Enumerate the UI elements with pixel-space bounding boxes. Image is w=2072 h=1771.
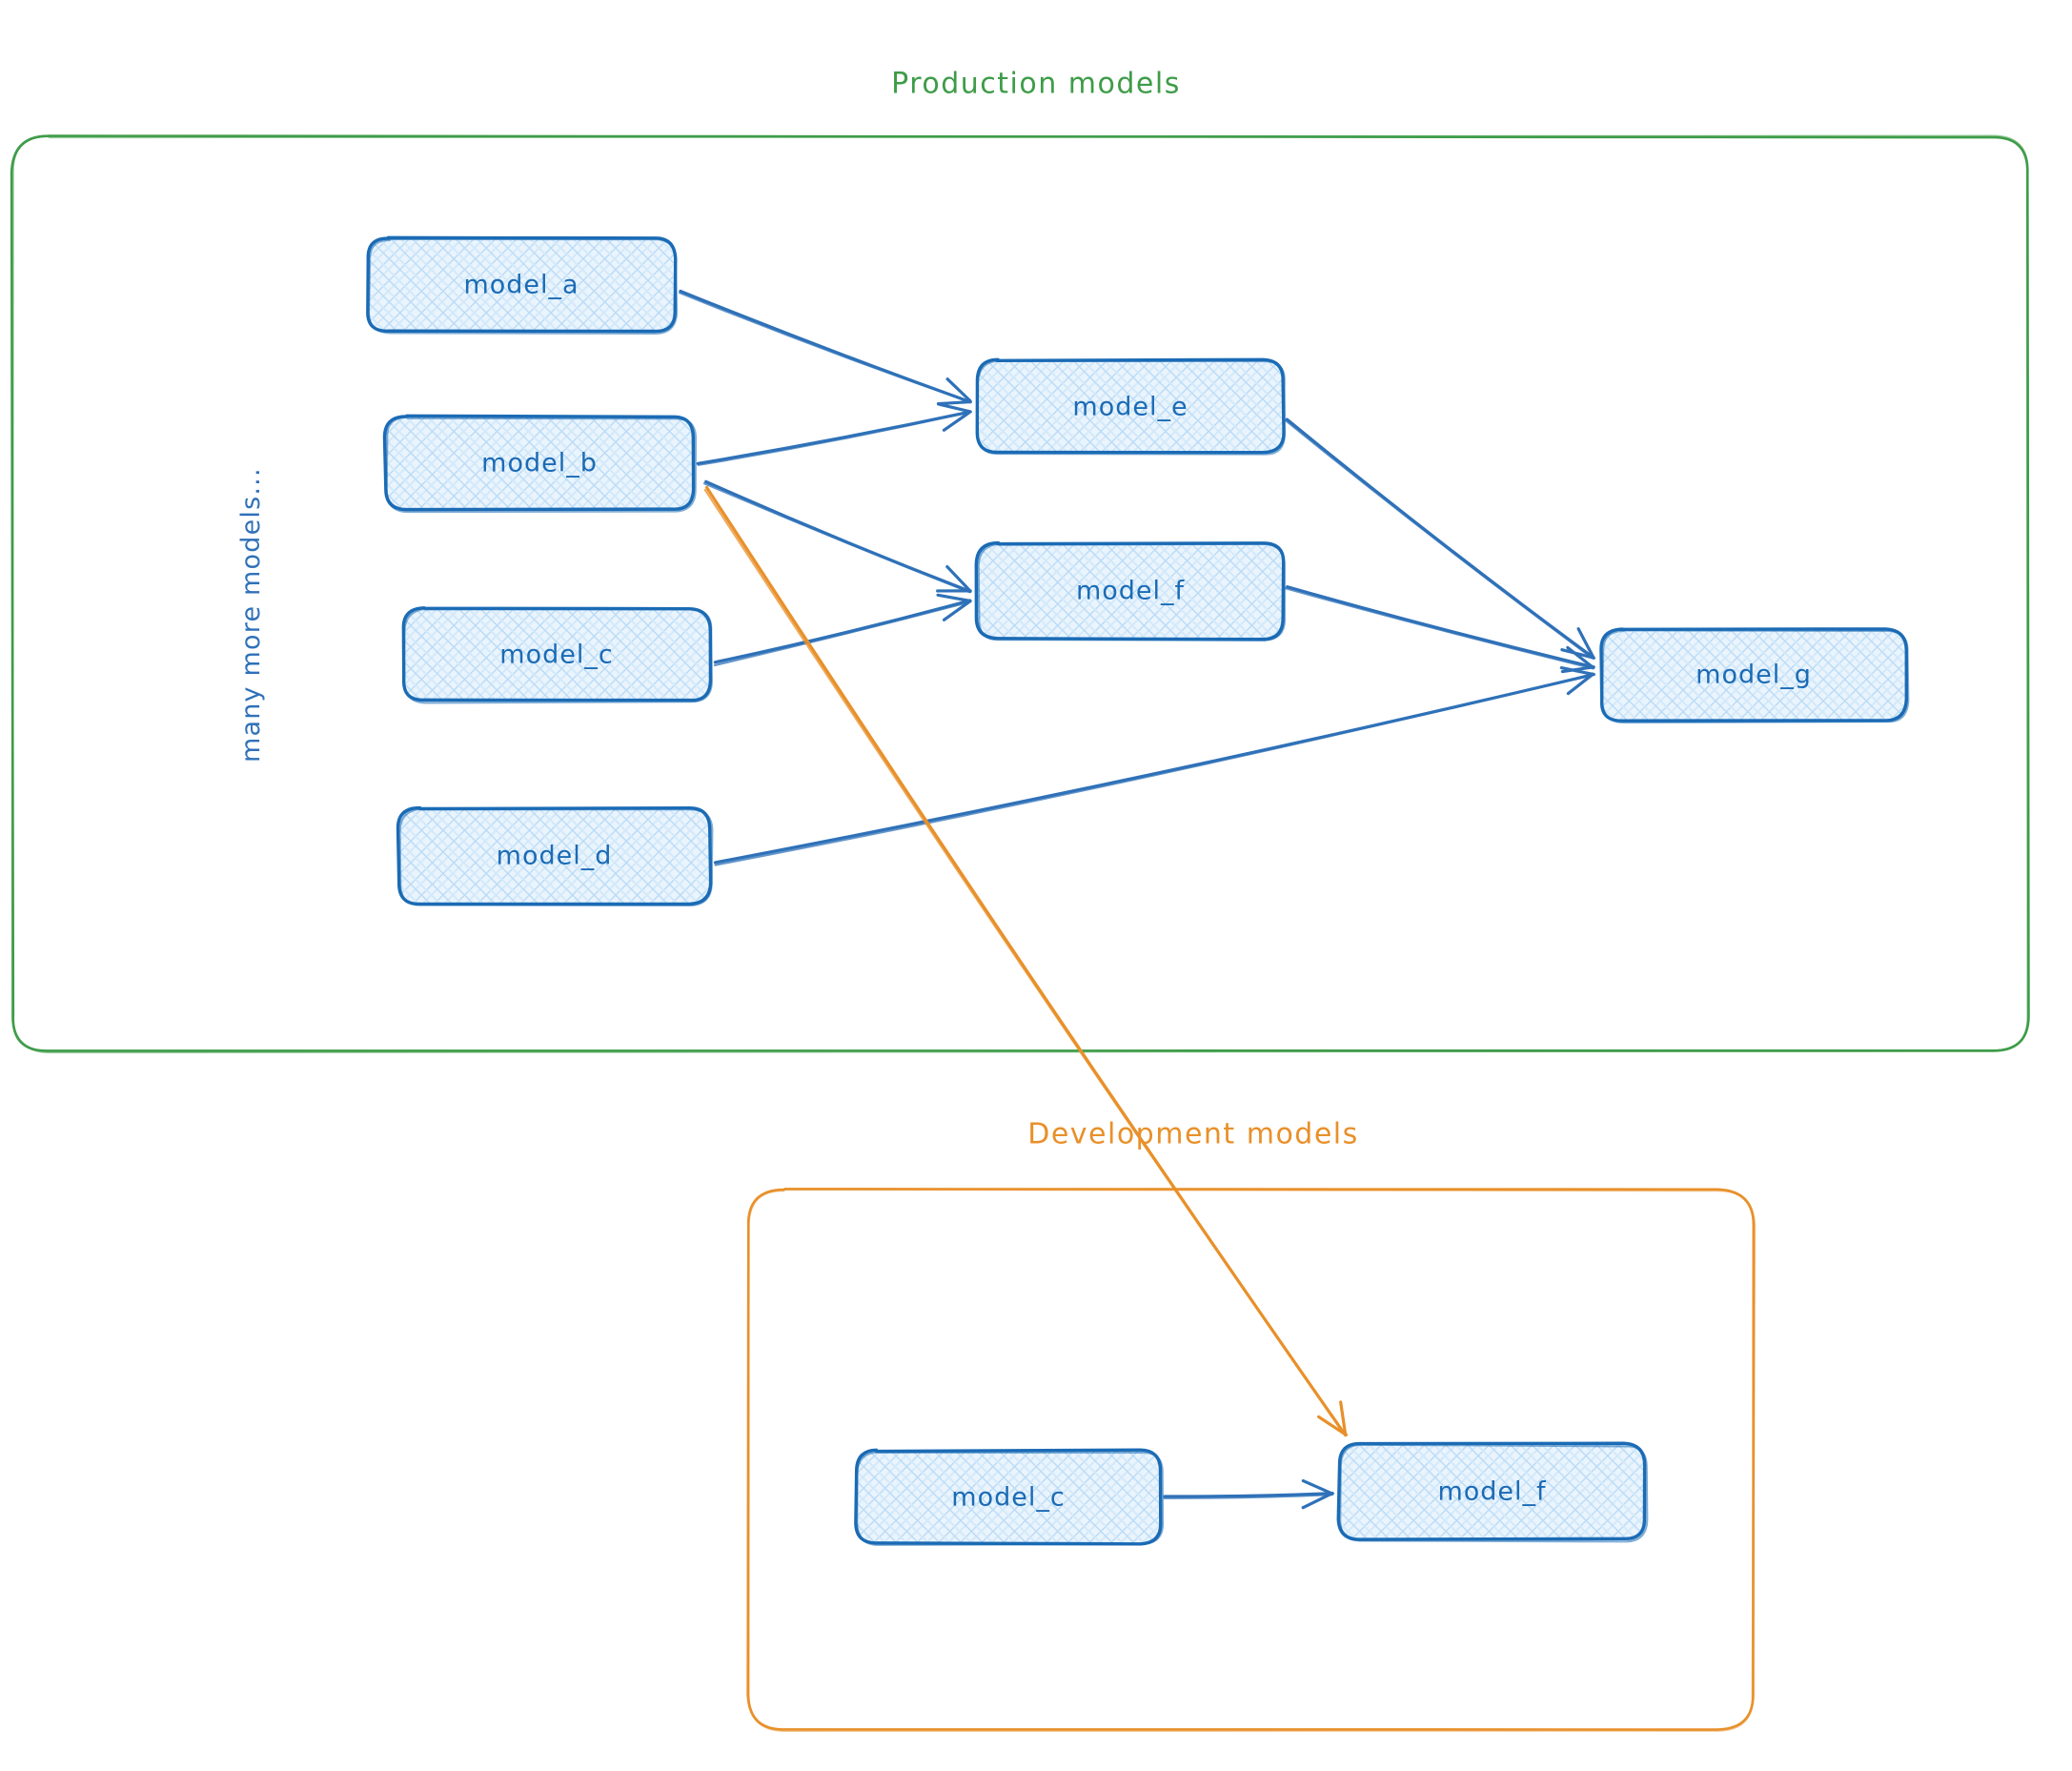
arrowhead-b-to-dev-f	[1316, 1415, 1348, 1436]
edge-d-to-g	[714, 672, 1595, 866]
arrowhead-c-to-f	[942, 599, 972, 621]
node-fill-cross-dev_model_f	[1339, 1444, 1646, 1540]
arrowhead-e-to-g	[1576, 627, 1595, 660]
edges	[678, 289, 1595, 1510]
edge-b-to-dev-f	[703, 488, 1347, 1436]
node-fill-cross-prod_model_e	[976, 359, 1285, 454]
edge-dev-c-to-dev-f	[1163, 1492, 1333, 1498]
node-fill-cross-prod_model_a	[368, 237, 676, 333]
node-dev_model_c[interactable]	[856, 1451, 1161, 1543]
node-prod_model_d[interactable]	[398, 808, 710, 904]
edge-c-to-f	[713, 599, 972, 664]
edge-b-to-f	[702, 482, 971, 594]
arrowhead-b-to-f	[945, 564, 972, 593]
node-outline-prod_model_b	[385, 416, 698, 514]
edge-a-to-e	[678, 292, 971, 403]
arrowhead-f-to-g	[1560, 665, 1595, 674]
arrowhead-b-to-e	[942, 410, 972, 432]
arrowhead-b-to-e	[937, 402, 972, 414]
development-group-title: Development models	[1027, 1117, 1359, 1151]
node-fill-cross-prod_model_d	[397, 807, 711, 905]
arrowhead-c-to-f	[936, 593, 972, 602]
node-prod_model_f[interactable]	[977, 543, 1284, 639]
node-outline-prod_model_f	[977, 542, 1287, 641]
node-outline-prod_model_d	[398, 807, 714, 906]
edge-b-to-e	[697, 411, 972, 466]
arrowhead-dev-c-to-dev-f	[1301, 1478, 1334, 1496]
node-outline-prod_model_c	[401, 606, 713, 702]
edge-dev-c-to-dev-f	[1163, 1494, 1333, 1499]
node-prod_model_e[interactable]	[977, 360, 1284, 453]
edge-e-to-g	[1285, 417, 1595, 660]
edge-c-to-f	[713, 601, 972, 667]
edge-b-to-f	[704, 479, 972, 594]
group-frames	[10, 134, 2030, 1732]
nodes	[366, 235, 1910, 1546]
node-outline-prod_model_e	[975, 357, 1286, 455]
node-outline-prod_model_a	[367, 237, 679, 335]
group-frame-production	[10, 134, 2030, 1054]
node-fill-cross-dev_model_c	[856, 1450, 1161, 1544]
edge-a-to-e	[679, 289, 972, 404]
arrowhead-f-to-g	[1566, 645, 1595, 670]
node-outline-dev_model_c	[856, 1451, 1165, 1546]
arrowhead-d-to-g	[1566, 672, 1595, 696]
node-prod_model_a[interactable]	[368, 238, 675, 332]
node-outline-dev_model_f	[1339, 1443, 1649, 1543]
node-outline-prod_model_b	[382, 414, 696, 512]
node-prod_model_c[interactable]	[403, 608, 710, 701]
node-fill-cross-prod_model_b	[384, 416, 695, 510]
node-fill-cross-prod_model_f	[976, 542, 1284, 639]
node-prod_model_b[interactable]	[385, 417, 694, 510]
node-prod_model_g[interactable]	[1601, 629, 1906, 721]
node-fill-cross-prod_model_c	[402, 607, 711, 702]
node-outline-prod_model_c	[402, 607, 713, 704]
arrowhead-dev-c-to-dev-f	[1301, 1491, 1334, 1510]
edge-f-to-g	[1284, 587, 1595, 670]
arrowhead-a-to-e	[936, 399, 972, 406]
node-outline-prod_model_g	[1601, 629, 1910, 724]
edge-b-to-e	[696, 410, 972, 465]
edge-e-to-g	[1284, 419, 1595, 660]
node-fill-cross-prod_model_g	[1600, 629, 1907, 722]
edge-f-to-g	[1286, 585, 1595, 669]
node-dev_model_f[interactable]	[1339, 1444, 1645, 1539]
production-group-title: Production models	[891, 67, 1181, 101]
node-outline-prod_model_d	[396, 805, 713, 906]
arrowhead-a-to-e	[945, 377, 972, 403]
group-frame-development	[746, 1188, 1757, 1732]
arrowhead-b-to-dev-f	[1339, 1400, 1348, 1436]
arrowhead-d-to-g	[1559, 666, 1595, 677]
node-outline-prod_model_e	[976, 359, 1286, 456]
many-more-models-note: many more models...	[236, 467, 266, 763]
